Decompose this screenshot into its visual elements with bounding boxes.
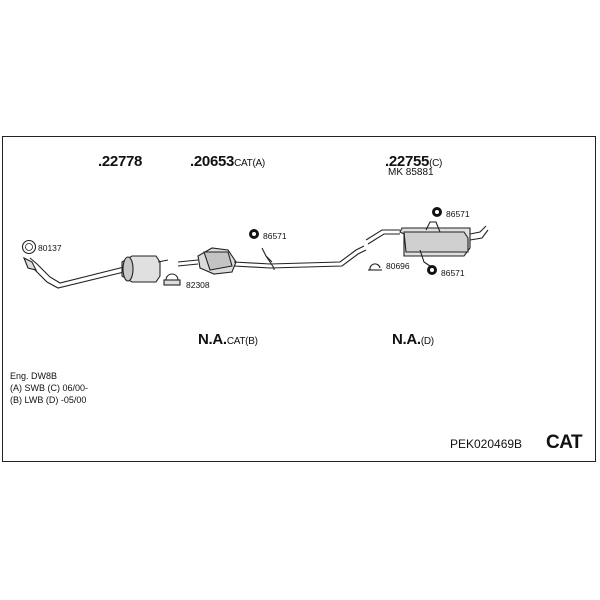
rubber-mount-icon-a	[249, 229, 259, 239]
part-label-na-cat-b: N.A.CAT(B)	[198, 332, 258, 347]
part-number: N.A.	[392, 331, 421, 348]
fitting-label-86571-a: 86571	[263, 231, 287, 241]
note-line: (B) LWB (D) -05/00	[10, 395, 87, 405]
part-label-22755: .22755(C)	[385, 154, 442, 169]
fitting-label-80696: 80696	[386, 261, 410, 271]
fitting-label-86571-c: 86571	[441, 268, 465, 278]
part-sub-mk85881: MK 85881	[388, 167, 434, 178]
part-suffix: (D)	[420, 336, 434, 347]
part-number: .20653	[190, 153, 235, 170]
kit-code: PEK020469B	[450, 437, 523, 451]
note-line: (A) SWB (C) 06/00-	[10, 383, 89, 393]
part-suffix: CAT(B)	[226, 336, 258, 347]
part-label-22778: .22778	[98, 154, 142, 169]
rubber-mount-icon-b	[432, 207, 442, 217]
cat-label: CAT	[546, 432, 583, 453]
part-number: N.A.	[198, 331, 227, 348]
fitting-label-82308: 82308	[186, 280, 210, 290]
front-silencer	[121, 255, 169, 283]
catalytic-converter	[177, 247, 237, 275]
fitting-label-86571-b: 86571	[446, 209, 470, 219]
notes-block: Eng. DW8B (A) SWB (C) 06/00- (B) LWB (D)…	[10, 370, 88, 406]
gasket-80137	[21, 239, 37, 255]
part-label-20653: .20653CAT(A)	[190, 154, 265, 169]
front-pipe	[22, 256, 125, 289]
diagram-frame	[2, 136, 596, 462]
clamp-80696	[368, 263, 382, 271]
part-label-na-d: N.A.(D)	[392, 332, 434, 347]
clamp-82308	[163, 273, 181, 286]
part-suffix: (C)	[429, 158, 443, 169]
fitting-label-80137: 80137	[38, 243, 62, 253]
part-suffix: CAT(A)	[234, 158, 265, 169]
rubber-mount-icon-c	[427, 265, 437, 275]
rear-silencer	[365, 221, 489, 267]
part-number: .22778	[98, 153, 143, 170]
note-line: Eng. DW8B	[10, 371, 58, 381]
part-number: .22755	[385, 153, 430, 170]
middle-pipe	[233, 245, 367, 270]
